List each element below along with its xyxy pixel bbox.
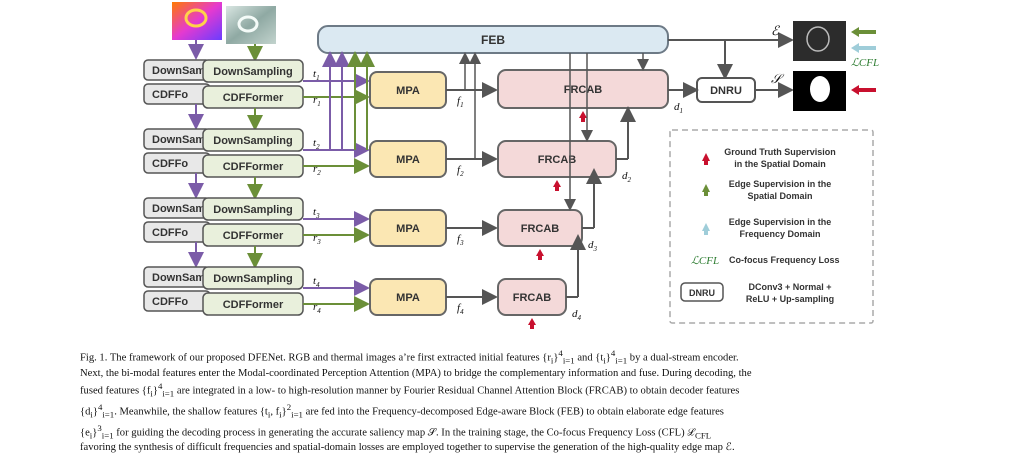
legend-edge-spatial-line1: Edge Supervision in the [729,179,832,189]
gt-supervision-arrow [579,111,587,118]
legend-edge-frequency-line1: Edge Supervision in the [729,217,832,227]
legend-edge-frequency-arrow [702,223,710,235]
feb-label: FEB [481,33,505,47]
t-feature-label: t4 [313,275,320,289]
rgb-downsampling-label: DownSam [152,203,205,215]
mpa-label: MPA [396,292,420,304]
d-feature-label: d4 [572,308,582,322]
thermal-cdfformer-label: CDFFormer [223,161,284,173]
r-feature-label: r2 [313,163,321,177]
caption-line-2: Next, the bi-modal features enter the Mo… [80,367,752,379]
thermal-cdfformer-label: CDFFormer [223,92,284,104]
legend-dnru-desc-line2: ReLU + Up-sampling [746,294,834,304]
r-feature-label: r3 [313,232,321,246]
rgb-downsampling-label: DownSam [152,134,205,146]
legend-edge-frequency-line2: Frequency Domain [739,229,820,239]
caption-line-6: favoring the synthesis of difficult freq… [80,442,735,454]
f-feature-label: f4 [457,302,464,316]
mpa-label: MPA [396,223,420,235]
legend-cfl-symbol: ℒCFL [691,255,719,267]
figure-caption: Fig. 1. The framework of our proposed DF… [80,347,938,455]
thermal-downsampling-label: DownSampling [213,273,292,285]
frcab-label: FRCAB [521,223,560,235]
t-feature-label: t1 [313,68,320,82]
rgb-downsampling-label: DownSam [152,272,205,284]
legend-edge-spatial-line2: Spatial Domain [747,191,812,201]
mpa-label: MPA [396,85,420,97]
rgb-downsampling-label: DownSam [152,65,205,77]
legend-dnru-box [680,282,724,302]
thermal-input-image [226,6,276,44]
t-feature-label: t3 [313,206,320,220]
thermal-downsampling-block [202,266,304,290]
legend-gt-arrow [702,153,710,165]
thermal-downsampling-label: DownSampling [213,66,292,78]
gt-supervision-arrow [536,249,544,256]
t-feature-label: t2 [313,137,320,151]
edge-symbol: ℰ [771,23,780,38]
thermal-downsampling-block [202,128,304,152]
legend-gt-line2: in the Spatial Domain [734,159,826,169]
legend-box [669,129,874,324]
frcab-label: FRCAB [538,154,577,166]
r-feature-label: r1 [313,94,321,108]
rgb-cdfformer-label: CDFFo [152,89,188,101]
f-feature-label: f3 [457,233,464,247]
gt-supervision-arrow [553,180,561,187]
thermal-downsampling-label: DownSampling [213,204,292,216]
mpa-label: MPA [396,154,420,166]
thermal-cdfformer-label: CDFFormer [223,299,284,311]
caption-line-5: {ei}3i=1 for guiding the decoding proces… [80,422,712,441]
frcab-label: FRCAB [564,84,603,96]
rgb-input-image [172,2,222,40]
rgb-cdfformer-label: CDFFo [152,158,188,170]
thermal-cdfformer-label: CDFFormer [223,230,284,242]
thermal-downsampling-block [202,197,304,221]
thermal-downsampling-label: DownSampling [213,135,292,147]
d-feature-label: d2 [622,170,632,184]
f-feature-label: f1 [457,95,464,109]
caption-line-1: Fig. 1. The framework of our proposed DF… [80,348,739,366]
framework-diagram: FEB DownSamCDFFoDownSamplingCDFFormert1r… [143,2,879,329]
gt-supervision-arrow [528,318,536,325]
d-feature-label: d3 [588,239,598,253]
cfl-symbol: ℒCFL [851,57,879,69]
legend-cfl-label: Co-focus Frequency Loss [729,255,840,265]
legend-dnru-box-label: DNRU [689,288,715,298]
rgb-cdfformer-label: CDFFo [152,227,188,239]
stage-2: DownSamCDFFoDownSamplingCDFFormert2r2MPA… [143,53,636,200]
legend-dnru-desc-line1: DConv3 + Normal + [748,282,831,292]
thermal-downsampling-block [202,59,304,83]
legend-edge-spatial-arrow [702,184,710,196]
caption-line-3: fused features {fi}4i=1 are integrated i… [80,381,740,400]
saliency-symbol: 𝒮 [771,71,785,86]
dnru-label: DNRU [710,85,742,97]
rgb-cdfformer-label: CDFFo [152,296,188,308]
stage-3: DownSamCDFFoDownSamplingCDFFormert3r3MPA… [143,53,602,269]
frcab-label: FRCAB [513,292,552,304]
f-feature-label: f2 [457,164,464,178]
d-feature-label: d1 [674,101,683,115]
legend-gt-line1: Ground Truth Supervision [724,147,836,157]
caption-line-4: {di}4i=1. Meanwhile, the shallow feature… [80,402,724,420]
r-feature-label: r4 [313,301,321,315]
